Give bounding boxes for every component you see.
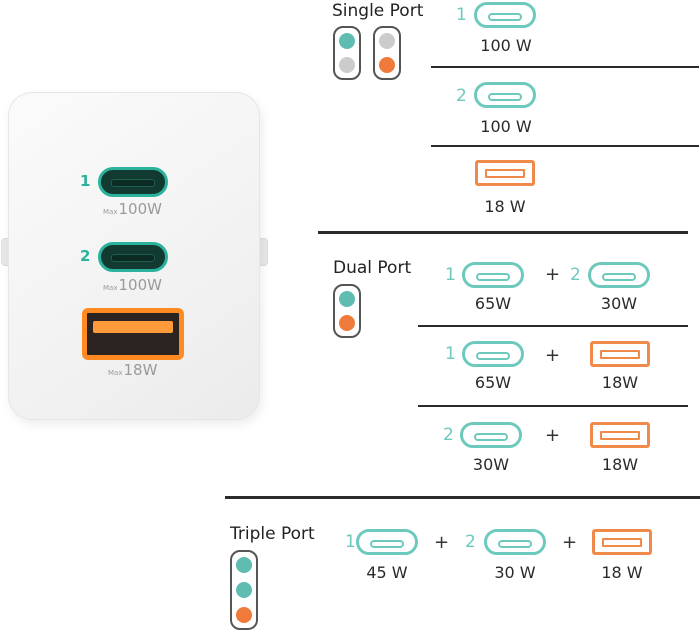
dual-row-3-left-number: 2 (443, 425, 454, 445)
usb-c-icon (462, 262, 524, 288)
charger-port-1-number: 1 (80, 172, 91, 190)
dual-row-3-left-watts: 30W (472, 455, 510, 474)
legend-dot-teal (236, 557, 252, 573)
triple-first-watts: 45 W (366, 563, 408, 582)
legend-dot-orange (236, 607, 252, 623)
usb-c-icon (460, 422, 522, 448)
dual-row-1-left-number: 1 (445, 265, 456, 285)
usb-c-icon (462, 341, 524, 367)
charger-usb-a-port-icon (82, 308, 184, 360)
charger-port-1-max: Max100W (103, 200, 162, 218)
dual-row-2-left-watts: 65W (474, 373, 512, 392)
single-port-heading: Single Port (332, 1, 424, 21)
usb-c-icon (356, 529, 418, 555)
plus-sign: + (562, 532, 578, 553)
usb-c-icon (484, 529, 546, 555)
dual-row-3-right-watts: 18W (601, 455, 639, 474)
legend-dot-teal (339, 33, 355, 49)
divider (431, 66, 699, 68)
divider (418, 325, 688, 327)
single-row-1-watts: 100 W (480, 36, 532, 55)
dual-row-1-right-number: 2 (570, 265, 581, 285)
legend-dot-gray (339, 57, 355, 73)
triple-second-watts: 30 W (494, 563, 536, 582)
triple-port-legend (230, 550, 258, 630)
single-port-legend-cc (333, 26, 361, 80)
triple-third-watts: 18 W (601, 563, 643, 582)
plus-sign: + (545, 264, 561, 285)
charger-port-3-max: Max18W (108, 361, 158, 379)
divider (431, 145, 699, 147)
charger-usb-c-port-1-icon (98, 167, 168, 197)
usb-c-icon (588, 262, 650, 288)
triple-port-heading: Triple Port (230, 524, 315, 544)
triple-first-number: 1 (345, 532, 356, 552)
dual-row-2-right-watts: 18W (601, 373, 639, 392)
usb-c-icon (474, 82, 536, 108)
plus-sign: + (434, 532, 450, 553)
legend-dot-teal (339, 291, 355, 307)
triple-second-number: 2 (465, 532, 476, 552)
single-row-3-watts: 18 W (484, 197, 526, 216)
legend-dot-orange (339, 315, 355, 331)
plus-sign: + (545, 345, 561, 366)
single-row-2-watts: 100 W (480, 117, 532, 136)
dual-port-heading: Dual Port (333, 258, 412, 278)
dual-port-legend (333, 284, 361, 338)
charger-port-2-max: Max100W (103, 276, 162, 294)
dual-row-1-right-watts: 30W (600, 294, 638, 313)
usb-a-icon (592, 529, 652, 555)
single-row-2-number: 2 (456, 86, 467, 106)
dual-row-1-left-watts: 65W (474, 294, 512, 313)
usb-a-icon (475, 160, 535, 186)
usb-c-icon (474, 2, 536, 28)
section-divider (318, 231, 688, 234)
dual-row-2-left-number: 1 (445, 344, 456, 364)
divider (418, 405, 688, 407)
legend-dot-gray (379, 33, 395, 49)
plus-sign: + (545, 425, 561, 446)
single-port-legend-a (373, 26, 401, 80)
legend-dot-teal (236, 582, 252, 598)
section-divider (225, 496, 700, 499)
usb-a-icon (590, 341, 650, 367)
legend-dot-orange (379, 57, 395, 73)
usb-a-icon (590, 422, 650, 448)
charger-usb-c-port-2-icon (98, 242, 168, 272)
single-row-1-number: 1 (456, 5, 467, 25)
charger-port-2-number: 2 (80, 247, 91, 265)
